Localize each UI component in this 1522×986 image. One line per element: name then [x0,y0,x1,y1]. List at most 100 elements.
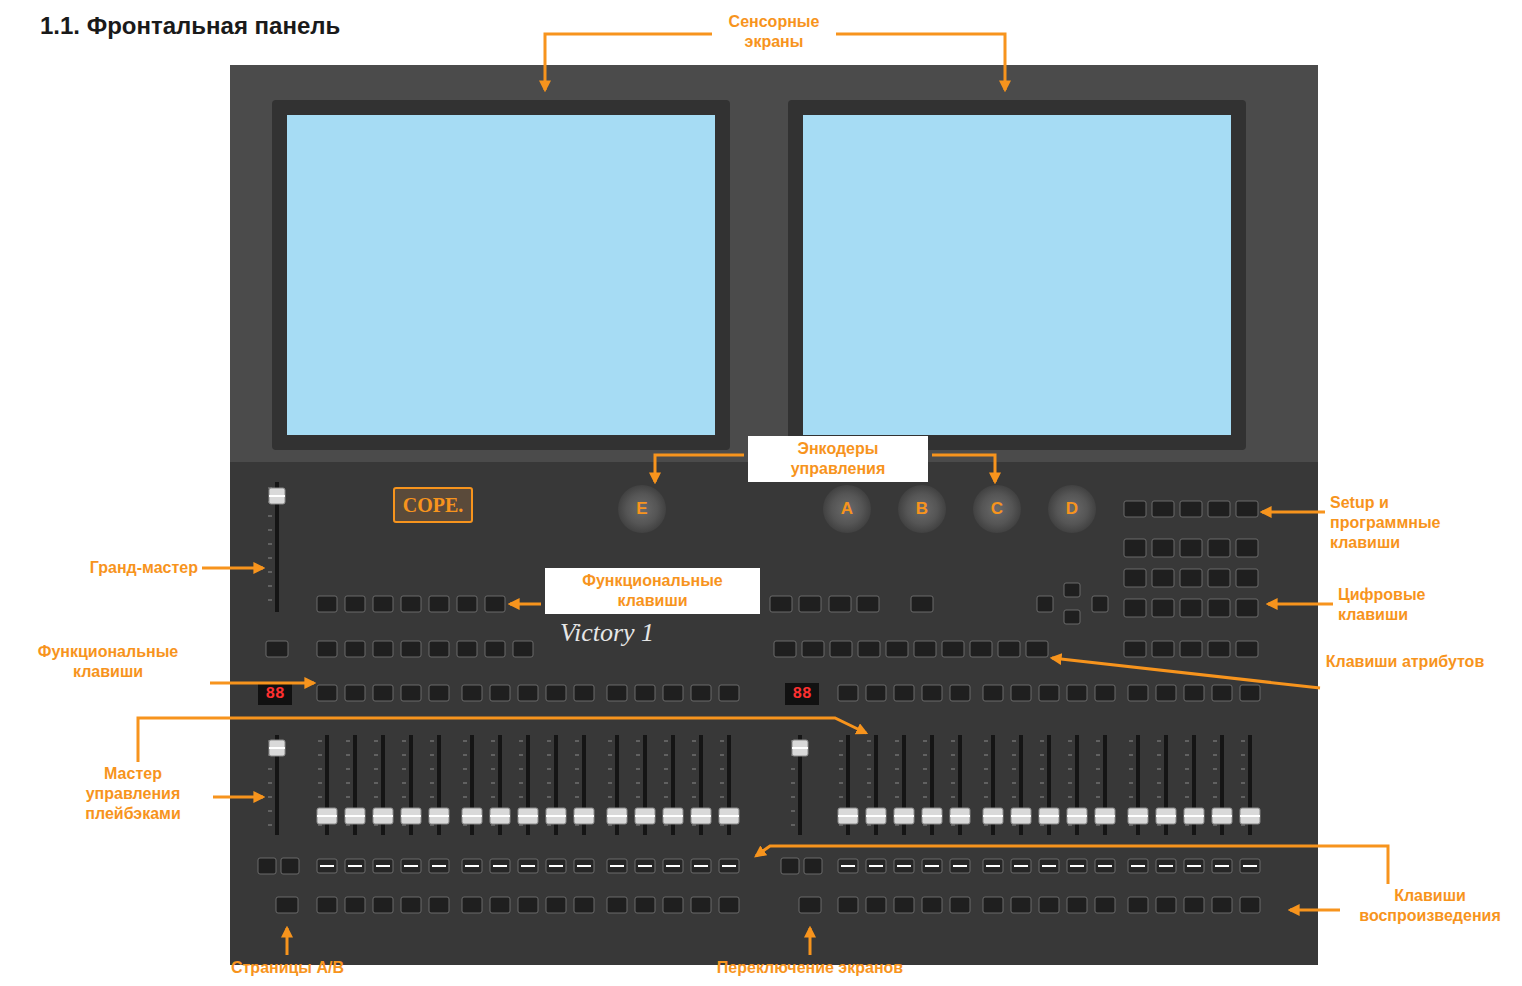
fader-knob-line [401,815,421,817]
leader-line [510,603,541,606]
leader-line [655,455,744,482]
fader-scale [491,825,495,826]
console-key [373,897,393,913]
control-panel [230,462,1318,965]
console-key [1208,539,1230,557]
encoder-letter: A [841,499,853,519]
fader-scale [374,755,378,756]
fader-knob [1128,808,1148,824]
fader-scale [1241,797,1245,798]
fader-scale [839,797,843,798]
fader-knob-line [922,815,942,817]
callout-label: Setup и программные клавиши [1330,493,1480,553]
console-key [1208,641,1230,657]
console-key [922,685,942,701]
fader-knob [983,808,1003,824]
key-indicator [986,865,1000,867]
fader-knob-line [792,747,808,749]
console-key [485,641,505,657]
console-key [1236,539,1258,557]
fader-knob [1011,808,1031,824]
fader-knob [345,808,365,824]
fader-scale [268,586,272,587]
console-key [663,685,683,701]
console-key [857,596,879,612]
fader-knob [719,808,739,824]
console-key [1095,897,1115,913]
console-key [401,685,421,701]
fader-scale [268,530,272,531]
fader-scale [463,783,467,784]
console-key [1152,569,1174,587]
fader-scale [318,825,322,826]
fader-scale [1213,769,1217,770]
console-key [1184,897,1204,913]
fader-scale [839,769,843,770]
fader-scale [346,825,350,826]
console-key [429,859,449,873]
fader-scale [839,741,843,742]
console-key [950,897,970,913]
fader-scale [1040,797,1044,798]
console-key [1011,897,1031,913]
leader-line [1290,909,1340,912]
fader-knob-line [1184,815,1204,817]
fader-scale [923,797,927,798]
fader-scale [575,825,579,826]
console-key [401,859,421,873]
console-key [1212,897,1232,913]
fader-knob [922,808,942,824]
fader-knob-line [269,747,285,749]
console-key [1064,583,1080,597]
fader-scale [268,811,272,812]
fader-knob [607,808,627,824]
console-key [317,596,337,612]
console-key [1095,685,1115,701]
console-key [1124,599,1146,617]
fader-scale [268,572,272,573]
fader-knob [663,808,683,824]
console-key [719,897,739,913]
console-key [1152,641,1174,657]
key-indicator [465,865,479,867]
fader-scale [1157,797,1161,798]
console-key [829,596,851,612]
fader-scale [430,825,434,826]
console-key [983,859,1003,873]
console-key [1236,501,1258,517]
leader-line [809,928,812,955]
fader-scale [1096,797,1100,798]
fader-scale [951,825,955,826]
fader-knob [894,808,914,824]
fader-scale [268,600,272,601]
console-key [1067,685,1087,701]
fader-scale [1040,825,1044,826]
fader-knob-line [1039,815,1059,817]
fader-scale [547,797,551,798]
console-key [266,641,288,657]
fader-scale [984,783,988,784]
fader-scale [984,755,988,756]
fader-knob [950,808,970,824]
console-key [781,858,799,874]
fader-scale [1096,741,1100,742]
console-key [546,897,566,913]
console-key [1184,685,1204,701]
fader-scale [1096,825,1100,826]
fader-scale [664,797,668,798]
fader-scale [664,783,668,784]
fader-scale [1129,783,1133,784]
key-indicator [1014,865,1028,867]
callout-label: Мастер управления плейбэками [58,764,208,824]
fader-knob-line [1212,815,1232,817]
console-key [838,685,858,701]
fader-scale [636,825,640,826]
console-key [1039,685,1059,701]
fader-scale [1185,797,1189,798]
fader-scale [895,741,899,742]
fader-scale [402,755,406,756]
fader-scale [346,783,350,784]
fader-scale [1157,755,1161,756]
fader-scale [1241,825,1245,826]
fader-scale [951,741,955,742]
